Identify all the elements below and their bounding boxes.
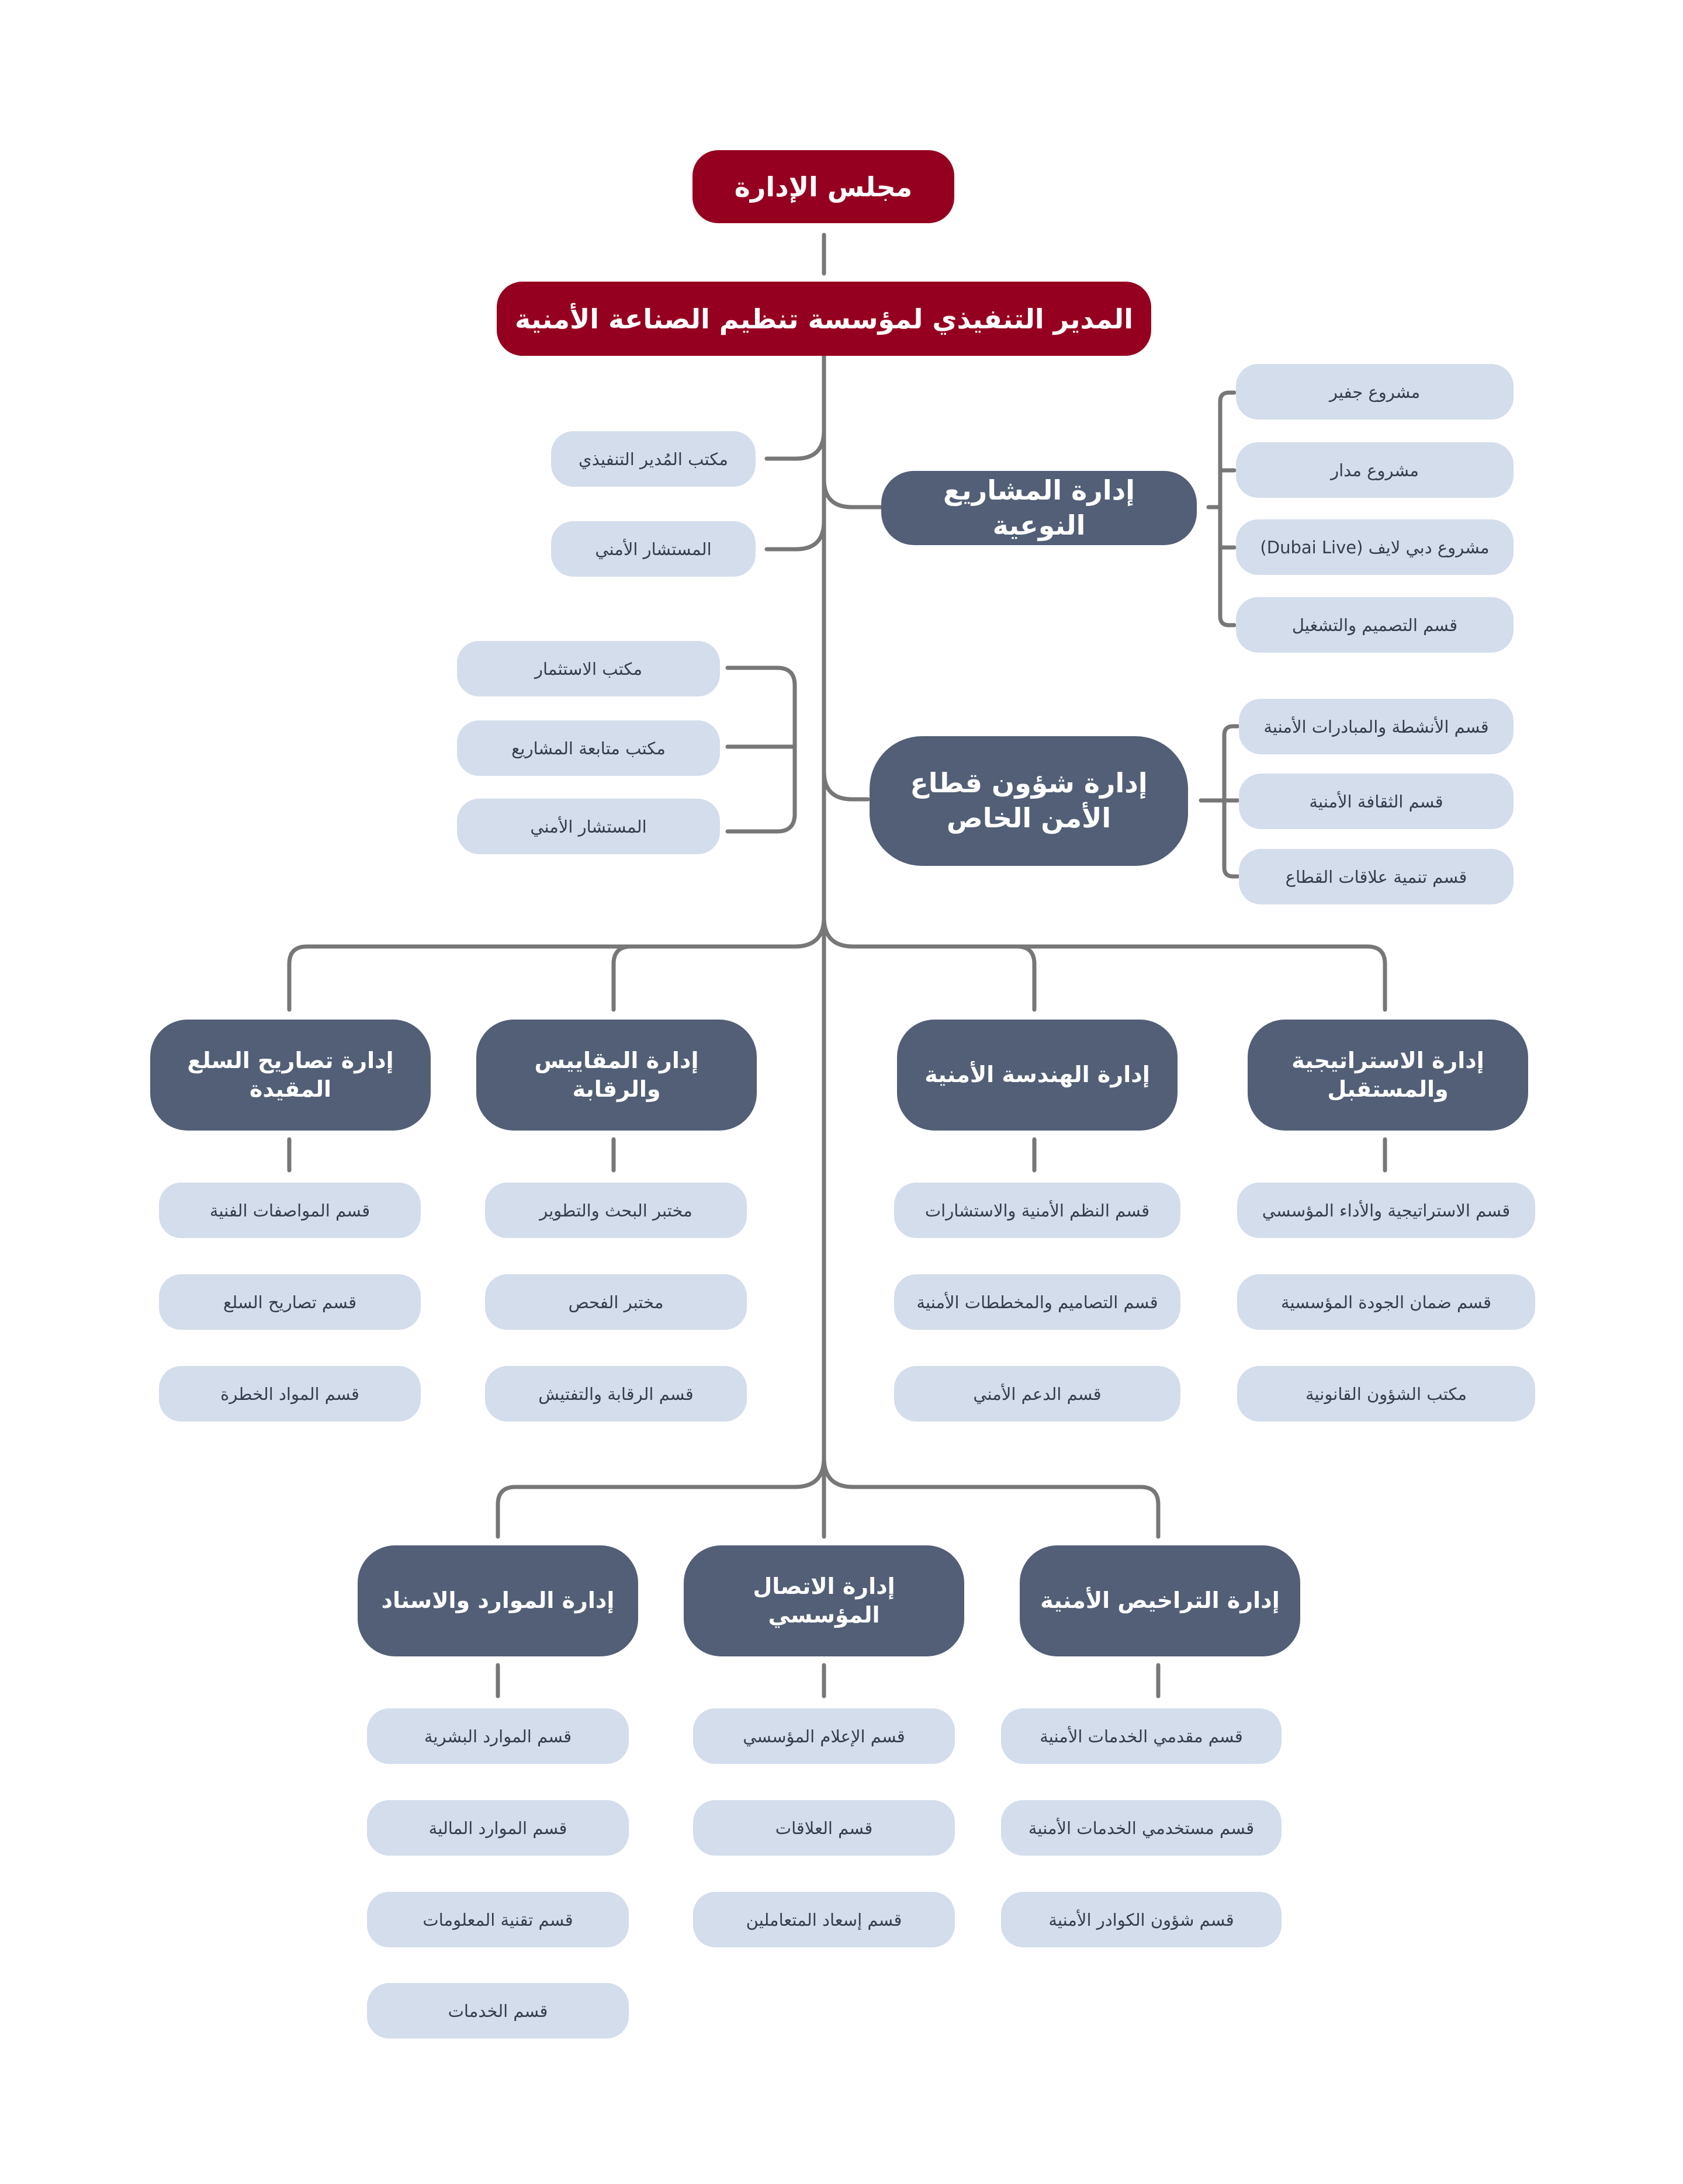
corporate-media-section: قسم الإعلام المؤسسي: [693, 1708, 955, 1764]
project-dubai-live: مشروع دبي لايف (Dubai Live): [1236, 519, 1514, 575]
security-users-section: قسم مستخدمي الخدمات الأمنية: [1001, 1800, 1282, 1856]
financial-resources-section: قسم الموارد المالية: [367, 1800, 629, 1856]
security-engineering-dept: إدارة الهندسة الأمنية: [897, 1020, 1178, 1131]
ceo-office-executive: مكتب المُدير التنفيذي: [551, 431, 756, 487]
security-support-section: قسم الدعم الأمني: [894, 1366, 1180, 1422]
it-section: قسم تقنية المعلومات: [367, 1892, 629, 1947]
special-projects-dept: إدارة المشاريع النوعية: [881, 471, 1197, 545]
resources-support-dept: إدارة الموارد والاسناد: [358, 1545, 638, 1656]
human-resources-section: قسم الموارد البشرية: [367, 1708, 629, 1764]
security-providers-section: قسم مقدمي الخدمات الأمنية: [1001, 1708, 1282, 1764]
security-advisor-2: المستشار الأمني: [457, 799, 720, 854]
security-systems-section: قسم النظم الأمنية والاستشارات: [894, 1183, 1180, 1238]
project-madar: مشروع مدار: [1236, 442, 1514, 498]
strategy-performance-section: قسم الاستراتيجية والأداء المؤسسي: [1237, 1183, 1535, 1238]
metrology-control-dept: إدارة المقاييس والرقابة: [476, 1020, 757, 1131]
project-jafeer: مشروع جفير: [1236, 364, 1514, 420]
rnd-lab: مختبر البحث والتطوير: [485, 1183, 747, 1238]
security-personnel-section: قسم شؤون الكوادر الأمنية: [1001, 1892, 1282, 1947]
technical-specs-section: قسم المواصفات الفنية: [159, 1183, 421, 1238]
board-box: مجلس الإدارة: [692, 150, 954, 223]
restricted-goods-dept: إدارة تصاريح السلع المقيدة: [150, 1020, 431, 1131]
design-operation-section: قسم التصميم والتشغيل: [1236, 597, 1514, 653]
private-security-dept: إدارة شؤون قطاع الأمن الخاص: [870, 736, 1188, 866]
customer-happiness-section: قسم إسعاد المتعاملين: [693, 1892, 955, 1947]
quality-assurance-section: قسم ضمان الجودة المؤسسية: [1237, 1274, 1535, 1330]
ceo-box: المدير التنفيذي لمؤسسة تنظيم الصناعة الأ…: [497, 282, 1151, 356]
legal-affairs-office: مكتب الشؤون القانونية: [1237, 1366, 1535, 1422]
security-culture-section: قسم الثقافة الأمنية: [1239, 774, 1514, 829]
sector-relations-section: قسم تنمية علاقات القطاع: [1239, 849, 1514, 904]
security-designs-section: قسم التصاميم والمخططات الأمنية: [894, 1274, 1180, 1330]
projects-followup-office: مكتب متابعة المشاريع: [457, 720, 720, 776]
strategy-future-dept: إدارة الاستراتيجية والمستقبل: [1248, 1020, 1528, 1131]
testing-lab: مختبر الفحص: [485, 1274, 747, 1330]
security-activities-section: قسم الأنشطة والمبادرات الأمنية: [1239, 699, 1514, 754]
security-licensing-dept: إدارة التراخيص الأمنية: [1020, 1545, 1300, 1656]
relations-section: قسم العلاقات: [693, 1800, 955, 1856]
goods-permits-section: قسم تصاريح السلع: [159, 1274, 421, 1330]
ceo-office-security-advisor: المستشار الأمني: [551, 521, 756, 577]
corporate-communication-dept: إدارة الاتصال المؤسسي: [684, 1545, 964, 1656]
inspection-section: قسم الرقابة والتفتيش: [485, 1366, 747, 1422]
services-section: قسم الخدمات: [367, 1983, 629, 2039]
hazardous-materials-section: قسم المواد الخطرة: [159, 1366, 421, 1422]
investment-office: مكتب الاستثمار: [457, 641, 720, 696]
